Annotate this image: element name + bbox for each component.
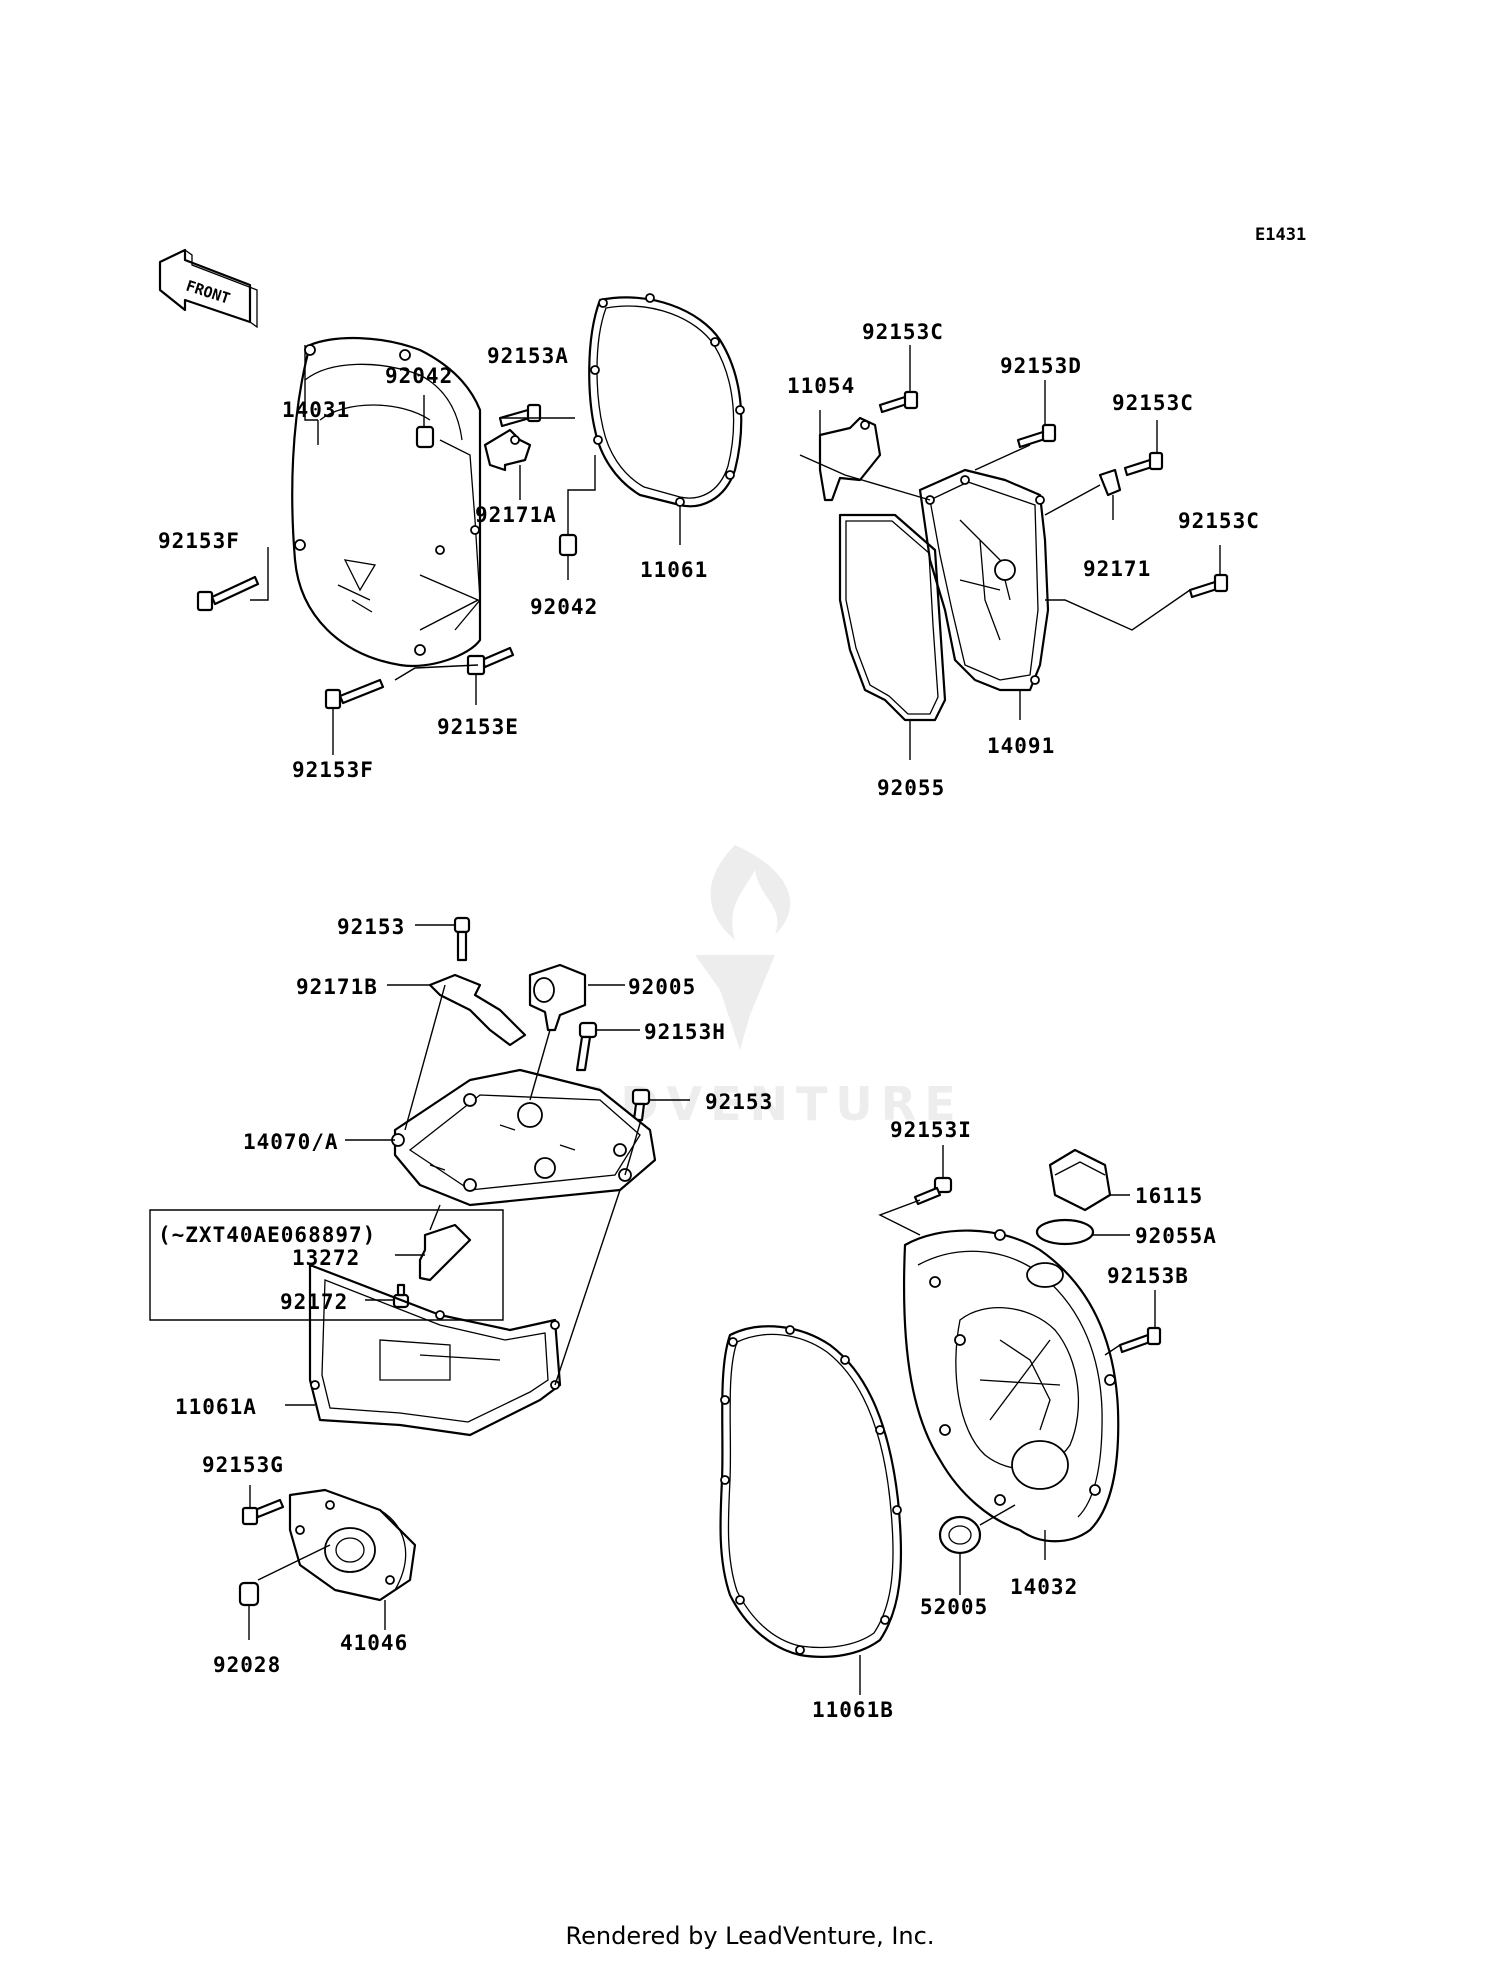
label-92172: 92172: [280, 1290, 348, 1314]
part-52005-seal: [938, 1515, 982, 1555]
leaders-bottom-right: [859, 1145, 1156, 1695]
label-92042-top: 92042: [385, 364, 453, 388]
label-92055: 92055: [877, 776, 945, 800]
label-92153C-b: 92153C: [1112, 391, 1194, 415]
label-92153C-c: 92153C: [1178, 509, 1260, 533]
part-92042-dowel-lower: [558, 533, 578, 557]
label-92153A: 92153A: [487, 344, 569, 368]
label-92171A: 92171A: [475, 503, 557, 527]
part-41046-housing: [288, 1488, 417, 1602]
part-92005-fitting: [528, 963, 587, 1032]
part-14091-cover: [918, 468, 1050, 692]
leaders-middle-left: [248, 924, 690, 1640]
label-92153D: 92153D: [1000, 354, 1082, 378]
label-92153F-a: 92153F: [158, 529, 240, 553]
part-92153C-bolt-a: [878, 390, 919, 414]
part-92171-clip: [1098, 468, 1122, 497]
label-11061A: 11061A: [175, 1395, 257, 1419]
part-92153I-bolt: [913, 1176, 953, 1206]
label-13272: 13272: [292, 1246, 360, 1270]
part-16115-cap: [1048, 1148, 1112, 1212]
part-92028-dowel: [238, 1581, 260, 1607]
part-11061A-gasket: [308, 1263, 562, 1437]
label-41046: 41046: [340, 1631, 408, 1655]
part-92153A-bolt: [498, 403, 542, 428]
part-92153H-bolt: [575, 1021, 598, 1072]
part-92055-gasket: [838, 513, 947, 722]
label-14091: 14091: [987, 734, 1055, 758]
part-14031-generator-cover: [291, 336, 482, 668]
label-16115: 16115: [1135, 1184, 1203, 1208]
label-52005: 52005: [920, 1595, 988, 1619]
front-arrow-icon: FRONT: [158, 248, 258, 329]
part-92153F-bolt-b: [324, 678, 385, 710]
diagram-code: E1431: [1255, 225, 1306, 245]
label-11054: 11054: [787, 374, 855, 398]
label-92171B: 92171B: [296, 975, 378, 999]
label-92153I: 92153I: [890, 1118, 972, 1142]
label-14032: 14032: [1010, 1575, 1078, 1599]
label-92153F-b: 92153F: [292, 758, 374, 782]
part-92171B-bracket: [428, 973, 527, 1047]
label-14070A: 14070/A: [243, 1130, 339, 1154]
label-92153-a: 92153: [337, 915, 405, 939]
part-92171A-bracket: [483, 428, 532, 472]
part-11054-bracket: [818, 416, 882, 502]
label-92005: 92005: [628, 975, 696, 999]
label-92042-b: 92042: [530, 595, 598, 619]
leaders-left-top: [250, 345, 681, 755]
serial-note-bracket: [149, 1209, 504, 1321]
part-92153C-bolt-b: [1123, 451, 1164, 477]
part-92153-bolt-b: [631, 1088, 651, 1122]
label-serial-note: (~ZXT40AE068897): [158, 1223, 376, 1247]
part-92153F-bolt-a: [196, 575, 260, 612]
part-11061-gasket: [588, 293, 745, 508]
part-92042-dowel-top: [415, 425, 435, 449]
label-92153H: 92153H: [644, 1020, 726, 1044]
label-92055A: 92055A: [1135, 1224, 1217, 1248]
part-92153-bolt-a: [453, 916, 471, 962]
part-92153G-bolt: [241, 1498, 285, 1526]
part-92172-screw: [392, 1283, 410, 1309]
footer-credit: Rendered by LeadVenture, Inc.: [565, 1922, 935, 1950]
part-14070A-cover: [391, 1068, 657, 1207]
label-92153G: 92153G: [202, 1453, 284, 1477]
part-92153D-bolt: [1016, 423, 1057, 449]
label-11061B: 11061B: [812, 1698, 894, 1722]
part-92055A-o-ring: [1035, 1218, 1095, 1246]
label-11061: 11061: [640, 558, 708, 582]
part-92153B-bolt: [1118, 1326, 1162, 1354]
label-92153-b: 92153: [705, 1090, 773, 1114]
leaders-right-top: [799, 345, 1221, 760]
label-92028: 92028: [213, 1653, 281, 1677]
part-92153C-bolt-c: [1188, 573, 1229, 599]
label-92171: 92171: [1083, 557, 1151, 581]
part-92153E-bolt: [466, 646, 515, 676]
label-92153B: 92153B: [1107, 1264, 1189, 1288]
label-92153E: 92153E: [437, 715, 519, 739]
part-11061B-gasket: [719, 1325, 903, 1658]
part-13272-bracket: [418, 1223, 472, 1282]
label-14031: 14031: [282, 398, 350, 422]
label-92153C-a: 92153C: [862, 320, 944, 344]
part-14032-clutch-cover: [902, 1229, 1120, 1543]
